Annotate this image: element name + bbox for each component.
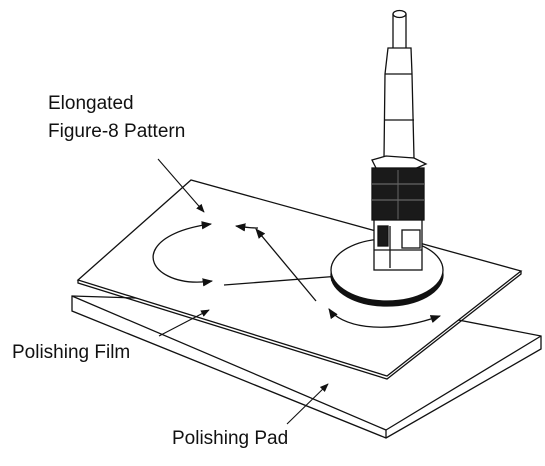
diagonal-stroke [255, 228, 317, 302]
center-stroke [223, 272, 342, 286]
pattern-label-line1: Elongated [48, 93, 134, 114]
fiber-connector [371, 9, 428, 271]
pad-leader [286, 383, 329, 425]
label-leaders [157, 158, 329, 425]
connector-boot [383, 47, 415, 159]
polishing-pad-label: Polishing Pad [172, 428, 289, 449]
fiber-cable [392, 14, 407, 48]
top-connector-arc [234, 223, 259, 232]
pattern-label-line2: Figure-8 Pattern [48, 121, 186, 142]
polishing-film-label: Polishing Film [12, 342, 131, 363]
film-leader [158, 309, 210, 337]
figure-8-pattern [152, 221, 441, 328]
right-loop-arc [328, 308, 441, 328]
latch [401, 229, 421, 249]
left-loop-arc [152, 221, 214, 287]
pattern-leader [157, 158, 205, 213]
